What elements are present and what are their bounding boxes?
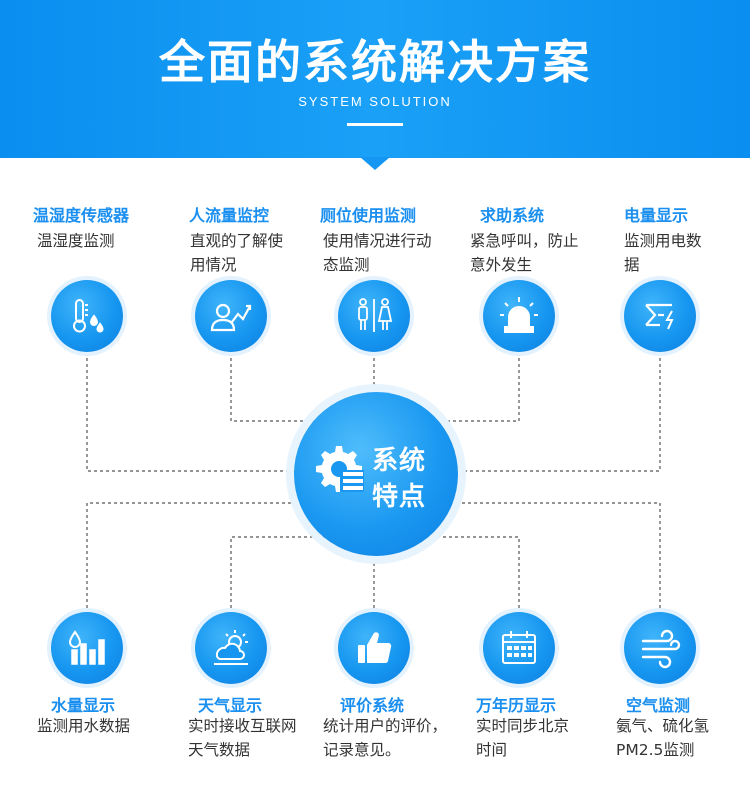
restroom-icon bbox=[338, 280, 410, 352]
title-underline bbox=[347, 123, 403, 126]
item-title-traffic: 人流量监控 bbox=[189, 206, 270, 225]
hub-label-line2: 特点 bbox=[372, 482, 427, 512]
connector-top-4 bbox=[430, 352, 520, 422]
connector-bottom-2 bbox=[230, 536, 325, 614]
item-desc-power: 监测用电数据 bbox=[624, 232, 702, 274]
connector-top-1 bbox=[86, 352, 300, 472]
item-title-rating: 评价系统 bbox=[340, 696, 405, 715]
item-desc-help: 紧急呼叫，防止意外发生 bbox=[470, 232, 579, 274]
header-banner: 全面的系统解决方案 SYSTEM SOLUTION bbox=[0, 0, 750, 158]
item-title-help: 求助系统 bbox=[480, 206, 545, 225]
item-title-power: 电量显示 bbox=[624, 206, 689, 225]
thumbs-up-icon bbox=[338, 612, 410, 684]
connector-top-5 bbox=[452, 352, 661, 472]
item-desc-traffic: 直观的了解使用情况 bbox=[190, 232, 284, 274]
wind-icon bbox=[624, 612, 696, 684]
item-desc-restroom: 使用情况进行动态监测 bbox=[323, 232, 432, 274]
header-notch bbox=[360, 157, 390, 170]
person-trend-icon bbox=[195, 280, 267, 352]
calendar-icon bbox=[483, 612, 555, 684]
connector-bottom-4 bbox=[425, 536, 520, 614]
power-bolt-icon bbox=[624, 280, 696, 352]
connector-bottom-1 bbox=[86, 502, 310, 614]
page-subtitle: SYSTEM SOLUTION bbox=[298, 94, 452, 109]
item-title-calendar: 万年历显示 bbox=[476, 696, 557, 715]
item-desc-calendar: 实时同步北京时间 bbox=[476, 717, 570, 759]
system-features-hub: 系统 特点 bbox=[294, 392, 458, 556]
item-desc-water: 监测用水数据 bbox=[37, 717, 131, 735]
item-desc-air: 氨气、硫化氢PM2.5监测 bbox=[616, 717, 710, 759]
item-desc-rating: 统计用户的评价，记录意见。 bbox=[323, 717, 448, 759]
water-bars-icon bbox=[51, 612, 123, 684]
item-title-air: 空气监测 bbox=[626, 696, 691, 715]
hub-label-line1: 系统 bbox=[372, 446, 427, 476]
item-desc-weather: 实时接收互联网天气数据 bbox=[188, 717, 297, 759]
sun-cloud-icon bbox=[195, 612, 267, 684]
item-desc-humidity: 温湿度监测 bbox=[37, 232, 115, 250]
item-title-restroom: 厕位使用监测 bbox=[320, 206, 417, 225]
alarm-light-icon bbox=[483, 280, 555, 352]
thermometer-drops-icon bbox=[51, 280, 123, 352]
page-title: 全面的系统解决方案 bbox=[159, 35, 591, 89]
gear-list-icon bbox=[316, 446, 364, 492]
item-title-humidity: 温湿度传感器 bbox=[33, 206, 130, 225]
connector-bottom-5 bbox=[440, 502, 661, 614]
connector-top-2 bbox=[230, 352, 320, 422]
item-title-water: 水量显示 bbox=[51, 696, 116, 715]
item-title-weather: 天气显示 bbox=[198, 696, 263, 715]
